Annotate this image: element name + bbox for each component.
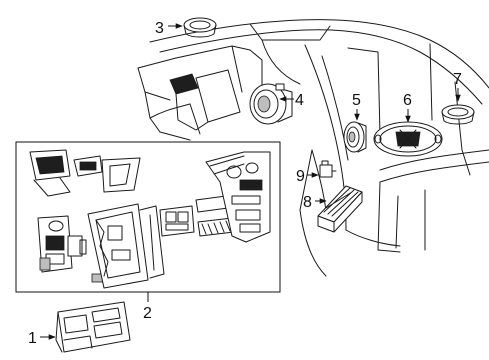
- callout-4: 4: [279, 92, 304, 109]
- callout-5-label: 5: [352, 92, 361, 109]
- connector-part-9: [319, 160, 337, 178]
- display-bracket: [29, 149, 141, 197]
- speaker-grille-part-6: [373, 121, 443, 157]
- speaker-part-5: [343, 121, 367, 153]
- right-center-console: [205, 151, 271, 243]
- callout-3-label: 3: [155, 20, 164, 37]
- center-controls: [159, 195, 235, 237]
- callout-1: 1: [28, 330, 56, 347]
- callout-7-label: 7: [453, 71, 462, 88]
- callout-6-label: 6: [403, 92, 412, 109]
- callout-6: 6: [403, 92, 412, 123]
- callout-4-label: 4: [295, 92, 304, 109]
- control-module-part-1: [55, 301, 131, 353]
- callout-7: 7: [453, 71, 462, 102]
- speaker-trim-ring-part-3: [183, 17, 217, 38]
- callout-2: 2: [143, 292, 152, 322]
- callout-1-label: 1: [28, 330, 37, 347]
- amplifier-part-8: [317, 185, 363, 233]
- center-bezel: [87, 203, 165, 289]
- callout-2-label: 2: [143, 305, 152, 322]
- callout-9: 9: [296, 168, 319, 185]
- assembly-box-part-2: [15, 141, 281, 293]
- callout-3: 3: [155, 20, 183, 37]
- callout-5: 5: [352, 92, 361, 121]
- speaker-trim-ring-part-7: [441, 104, 475, 125]
- speaker-part-4: [249, 83, 293, 125]
- left-control-panel: [37, 215, 105, 283]
- callout-8: 8: [303, 194, 327, 211]
- callout-8-label: 8: [303, 194, 312, 211]
- callout-9-label: 9: [296, 168, 305, 185]
